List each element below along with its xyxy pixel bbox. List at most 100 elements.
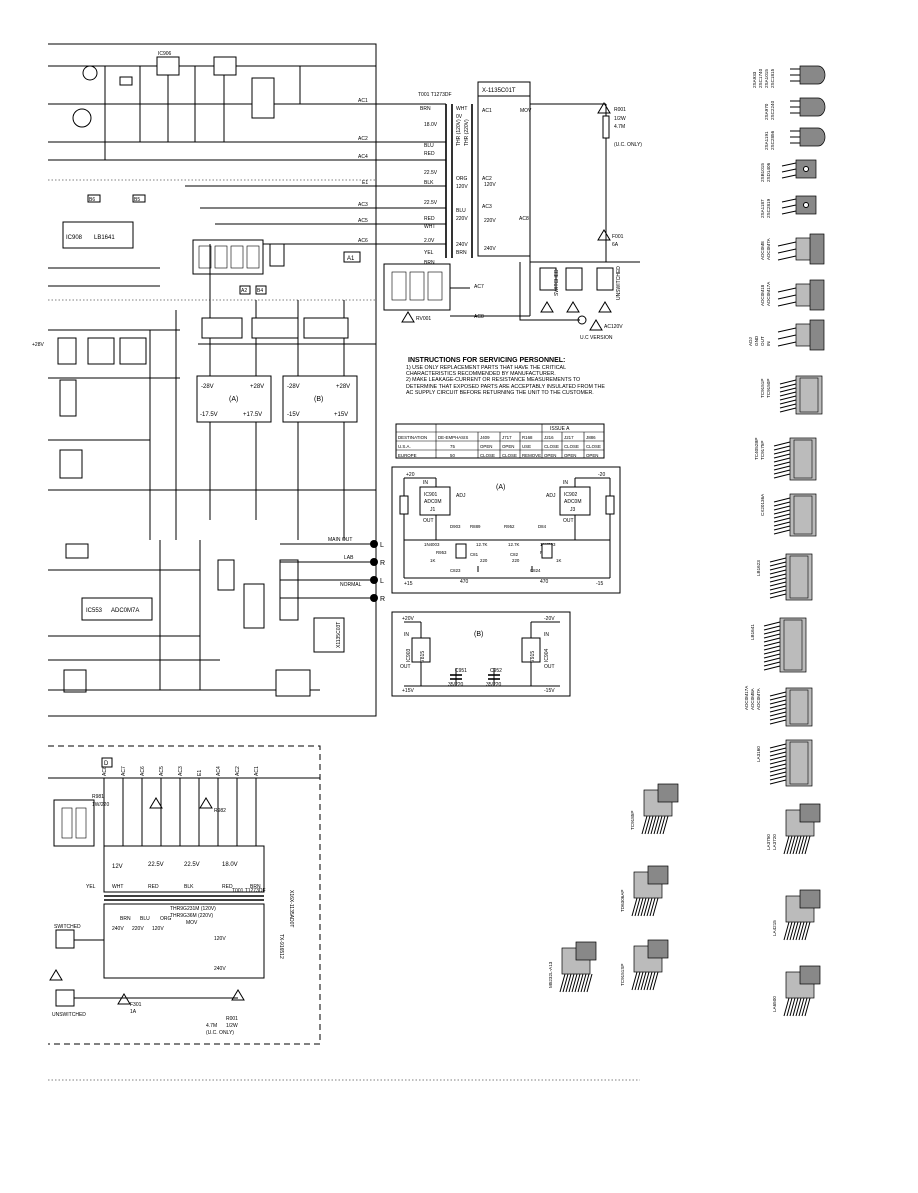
ic553-label: IC553 <box>86 608 103 614</box>
package-pin <box>773 517 791 523</box>
pinout-label: ADC0M8A <box>750 687 755 710</box>
b6-tag <box>87 194 101 203</box>
primary-220v: 220V <box>456 216 468 222</box>
lower-r001-note: (U.C. ONLY) <box>206 1030 234 1036</box>
package-pin <box>777 255 797 261</box>
fuse-value: 6A <box>612 242 619 248</box>
reg-b-title: (B) <box>474 631 483 638</box>
primary-240v: 240V <box>456 242 468 248</box>
lower-v-12: 12V <box>112 864 123 870</box>
tap-e1: E1 <box>362 180 368 186</box>
package-pin <box>769 565 787 571</box>
package-pin <box>763 645 781 651</box>
package-pin <box>779 399 797 405</box>
package-heatsink <box>647 865 669 885</box>
jack-normal-l[interactable] <box>370 576 378 584</box>
resistor-r950 <box>269 243 285 267</box>
package-pin <box>781 210 797 215</box>
r001-value: 1/2W <box>614 116 626 122</box>
pinout-label: LA6500 <box>772 996 777 1012</box>
ac-plug <box>577 315 587 325</box>
package-pin <box>783 921 790 941</box>
jack-normal-r-label: R <box>380 596 385 603</box>
package-pin <box>568 973 575 993</box>
ic904-out: OUT <box>544 664 555 670</box>
pinout-label: M5232L-A13 <box>548 961 553 988</box>
package-pin <box>649 971 656 991</box>
package-pin <box>783 997 790 1017</box>
reg-b-in-right: -20V <box>544 616 555 622</box>
ic902-label: IC902 <box>564 492 578 498</box>
reg-b-out-left: +15V <box>402 688 414 694</box>
ic901-out: OUT <box>423 518 434 524</box>
instructions-title: INSTRUCTIONS FOR SERVICING PERSONNEL: <box>408 357 565 364</box>
mov-label: MOV <box>520 108 532 114</box>
package-heatsink <box>799 965 821 985</box>
primary-0v: 0V <box>456 114 463 120</box>
b5-label: B5 <box>134 197 140 203</box>
cap-a-val: 470 <box>460 579 469 585</box>
package-pin <box>795 921 802 941</box>
pinout-label: TC9150P <box>766 379 771 398</box>
package-sip <box>785 687 813 727</box>
reg-a-part-label: D903 <box>450 524 461 529</box>
outlet-unswitched <box>596 267 614 291</box>
lower-tap-label: AC3 <box>178 766 184 776</box>
pinout-label: LA4215 <box>772 920 777 936</box>
reg-a-part-label: R889 <box>470 524 481 529</box>
package-face <box>799 377 819 413</box>
reg-a-part-label: R953 <box>436 550 447 555</box>
lower-v-120-mov: 120V <box>214 936 226 942</box>
transistor-q908 <box>82 65 98 81</box>
package-tab <box>809 279 825 311</box>
tap-ac2: AC2 <box>358 136 368 142</box>
lower-thr-2: THR9G36M (220V) <box>170 913 213 919</box>
ic904-in: IN <box>544 632 549 638</box>
jack-main-l[interactable] <box>370 540 378 548</box>
ic902-in: IN <box>563 480 568 486</box>
warning-tri-lower-1 <box>149 797 163 809</box>
lower-unswitched: UNSWITCHED <box>52 1012 86 1018</box>
primary-wht: WHT <box>456 106 467 112</box>
table-cell: 75 <box>450 444 455 449</box>
table-cell: OPEN <box>480 444 492 449</box>
package-pin <box>640 971 647 991</box>
wire-color-3: RED <box>424 151 435 157</box>
jack-normal-r[interactable] <box>370 594 378 602</box>
b5-tag <box>132 194 146 203</box>
package-pin <box>652 971 659 991</box>
reg-a-part-label: 1K <box>556 558 561 563</box>
package-pin <box>779 387 797 393</box>
package-heatsink <box>647 939 669 959</box>
wire-color-5: RED <box>424 216 435 222</box>
package-pin <box>769 755 787 761</box>
package-pin <box>583 973 590 993</box>
package-face <box>789 741 809 785</box>
package-pin <box>773 513 791 519</box>
ac-cord-label: AC120V <box>604 324 623 330</box>
tap-ac3-primary: AC3 <box>482 204 492 210</box>
connector-label: X1135C03T <box>336 622 342 648</box>
pinout-p21: TC9151SP <box>620 939 669 991</box>
ic904-label: IC904 <box>544 648 550 662</box>
package-pin <box>773 521 791 527</box>
b4-tag <box>255 285 267 295</box>
package-pin <box>795 835 802 855</box>
jack-main-r[interactable] <box>370 558 378 566</box>
package-pin <box>773 501 791 507</box>
package-pin <box>789 835 796 855</box>
package-pin <box>649 897 656 917</box>
reg-a-rail-left: +20 <box>406 472 415 478</box>
main-out-label: MAIN OUT <box>328 537 352 543</box>
lower-fuse-block <box>53 799 95 847</box>
b6-label: B6 <box>89 197 95 203</box>
table-cell: CLOSE <box>564 444 579 449</box>
ic553-part: ADC0M7A <box>111 608 139 614</box>
package-pin <box>769 573 787 579</box>
tap-ac7-primary: AC7 <box>474 284 484 290</box>
lower-fuse-val: 1A <box>130 1009 137 1015</box>
package-pin <box>769 561 787 567</box>
lower-wc-4: BRN <box>250 884 261 890</box>
package-pin <box>779 379 797 385</box>
